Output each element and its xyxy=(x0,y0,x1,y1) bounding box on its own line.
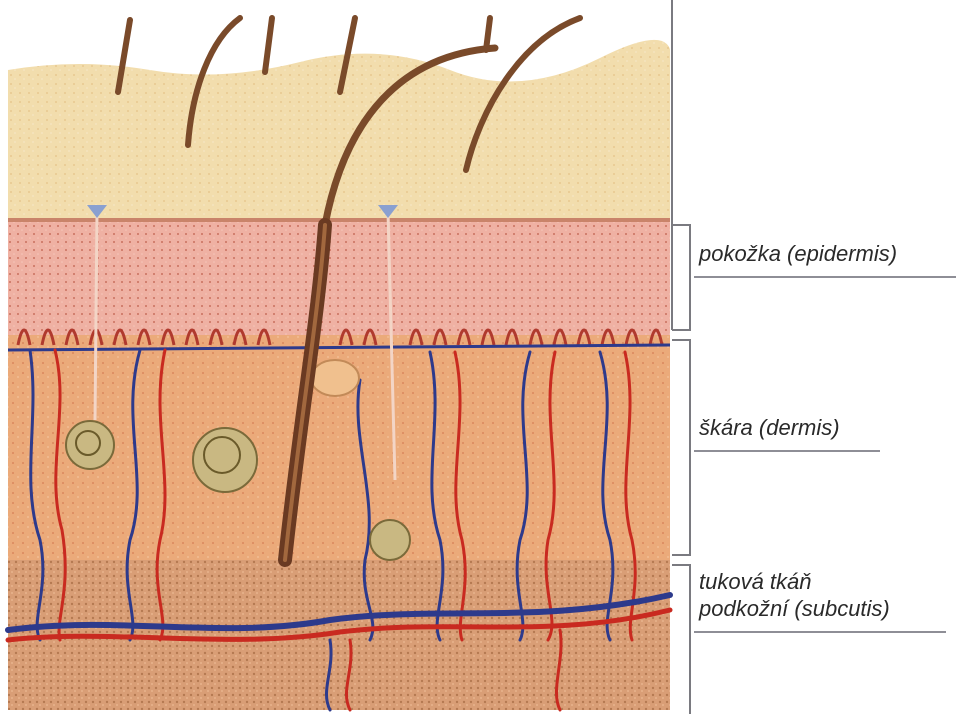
layer-label-dermis: škára (dermis) xyxy=(699,414,840,441)
label-underline xyxy=(694,276,956,278)
sweat-gland xyxy=(66,421,114,469)
layer-bands xyxy=(8,0,671,710)
layer-brackets xyxy=(672,0,690,714)
layer-label-epidermis: pokožka (epidermis) xyxy=(699,240,897,267)
sebaceous-gland xyxy=(311,360,359,396)
label-underline xyxy=(694,450,880,452)
sweat-duct xyxy=(95,212,97,420)
label-line: podkožní (subcutis) xyxy=(699,595,890,622)
label-line: pokožka (epidermis) xyxy=(699,240,897,267)
layer-label-subcutis: tuková tkáň podkožní (subcutis) xyxy=(699,568,890,622)
sweat-gland xyxy=(370,520,410,560)
subcutis-bracket xyxy=(672,565,690,714)
label-underline xyxy=(694,631,946,633)
label-line: tuková tkáň xyxy=(699,568,890,595)
label-line: škára (dermis) xyxy=(699,414,840,441)
dermis-bracket xyxy=(672,340,690,555)
